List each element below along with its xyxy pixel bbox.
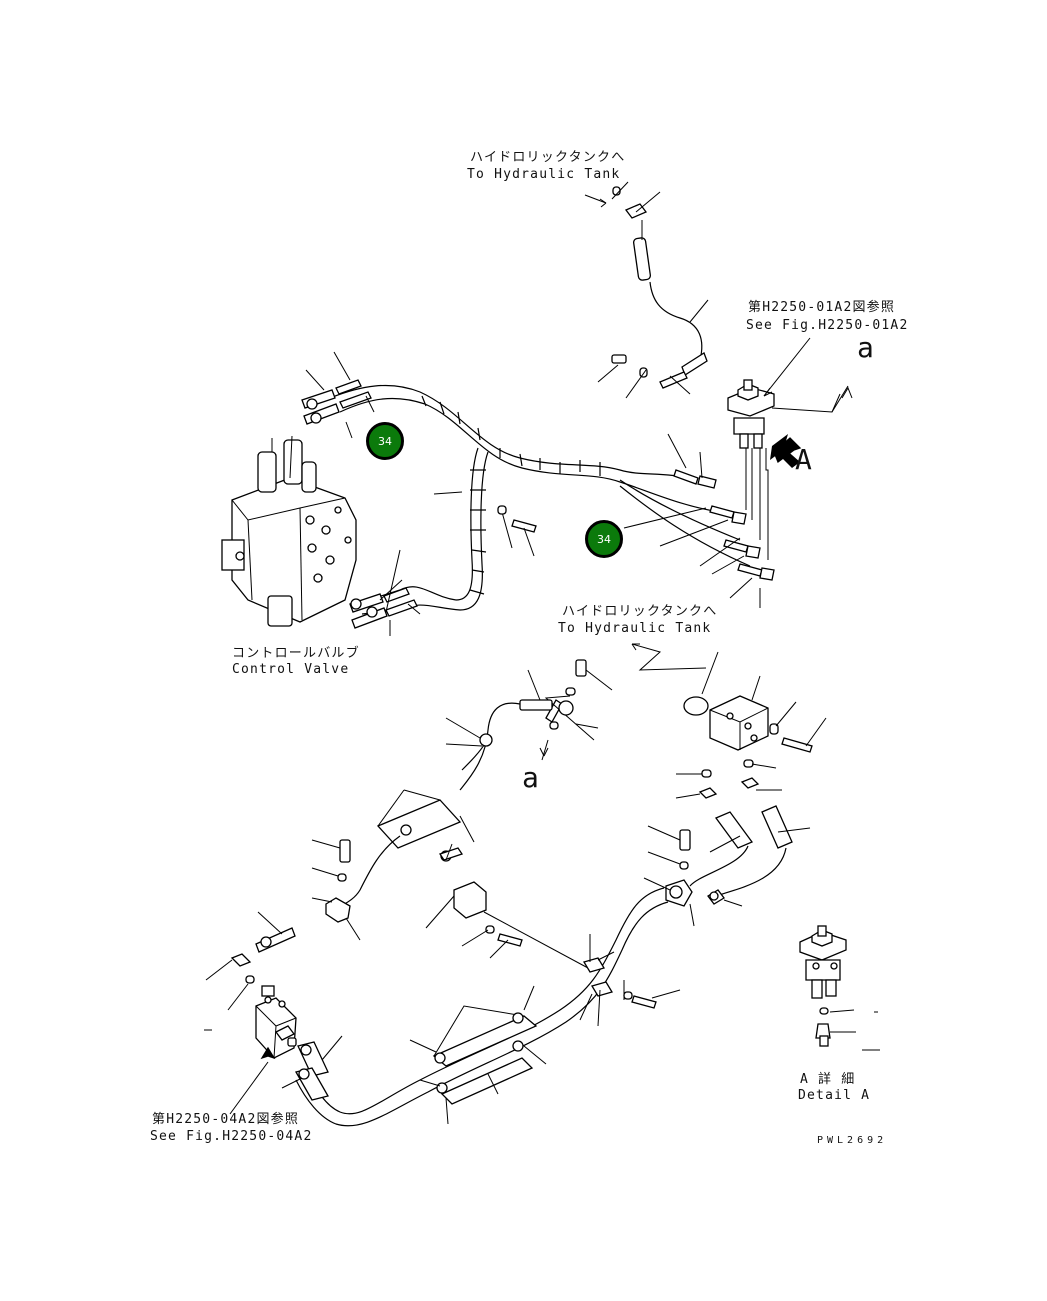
middle-section	[205, 643, 827, 1011]
lower-pipe-run	[204, 825, 743, 1127]
marker-a-mid: a	[522, 761, 539, 794]
control-valve-label-en: Control Valve	[232, 662, 350, 677]
tank-mid-label-en: To Hydraulic Tank	[558, 621, 712, 636]
pilot-valve-assembly	[727, 337, 853, 560]
detail-a-label-en: Detail A	[798, 1088, 871, 1103]
part-callout-34-upper[interactable]: 34	[366, 422, 404, 460]
view-a-arrow-icon	[770, 434, 800, 468]
tank-top-label-jp: ハイドロリックタンクへ	[470, 150, 626, 165]
see-fig-top-label-en: See Fig.H2250-01A2	[746, 318, 909, 333]
see-fig-bottom-label-jp: 第H2250-04A2図参照	[152, 1112, 300, 1127]
view-a-label: A	[795, 443, 812, 476]
control-valve-body	[221, 435, 357, 627]
top-tank-line	[584, 181, 709, 399]
detail-a	[799, 925, 880, 1051]
tank-top-label-en: To Hydraulic Tank	[467, 167, 621, 182]
see-fig-bottom-label-en: See Fig.H2250-04A2	[150, 1129, 313, 1144]
tank-mid-label-jp: ハイドロリックタンクへ	[562, 604, 718, 619]
marker-a-top: a	[857, 331, 874, 364]
main-hoses	[301, 351, 775, 636]
control-valve-label-jp: コントロールバルブ	[232, 646, 360, 661]
part-callout-34-lower[interactable]: 34	[585, 520, 623, 558]
see-fig-top-label-jp: 第H2250-01A2図参照	[748, 300, 896, 315]
drawing-code: PWL2692	[817, 1135, 888, 1146]
detail-a-label-jp: A 詳 細	[800, 1072, 856, 1087]
